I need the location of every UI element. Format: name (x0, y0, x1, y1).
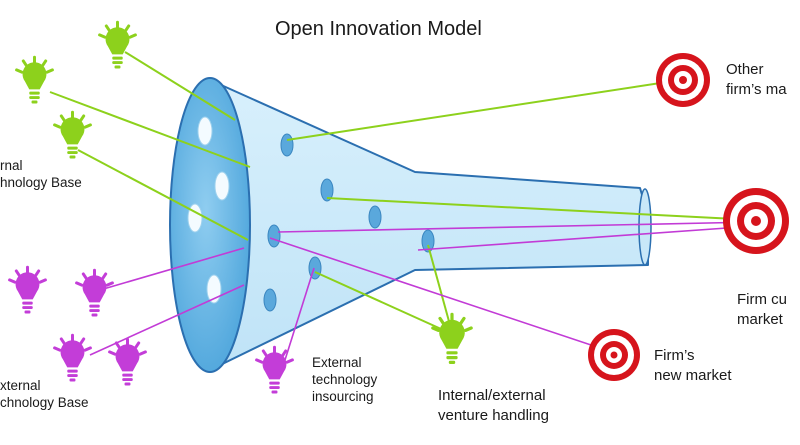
lightbulb-icon (8, 265, 47, 316)
diagram-title: Open Innovation Model (275, 18, 482, 40)
funnel-outlet (638, 188, 652, 266)
lightbulb-icon (53, 333, 92, 384)
funnel-mouth (169, 77, 251, 373)
lightbulb-icon (431, 312, 473, 366)
label-other-firms-market: Other firm’s ma (726, 61, 787, 98)
target-icon (588, 329, 640, 381)
mouth-blobs (187, 116, 230, 304)
lightbulb-icon (75, 268, 114, 319)
label-external-technology-base-top: rnal hnology Base (0, 158, 82, 190)
lightbulb-icon (108, 337, 147, 388)
green-connectors (49, 51, 756, 334)
target-icon (723, 188, 789, 254)
label-firm-current-market: Firm cu market (737, 291, 787, 328)
lightbulb-icon (53, 110, 92, 161)
lightbulb-icon (98, 20, 137, 71)
label-external-technology-base-bottom: xternal chnology Base (0, 378, 89, 410)
label-external-technology-insourcing: External technology insourcing (312, 355, 378, 404)
label-venture-handling: Internal/external venture handling (438, 387, 549, 424)
label-firm-new-market: Firm’s new market (654, 347, 732, 384)
target-icon (656, 53, 710, 107)
lightbulb-icon (15, 55, 54, 106)
